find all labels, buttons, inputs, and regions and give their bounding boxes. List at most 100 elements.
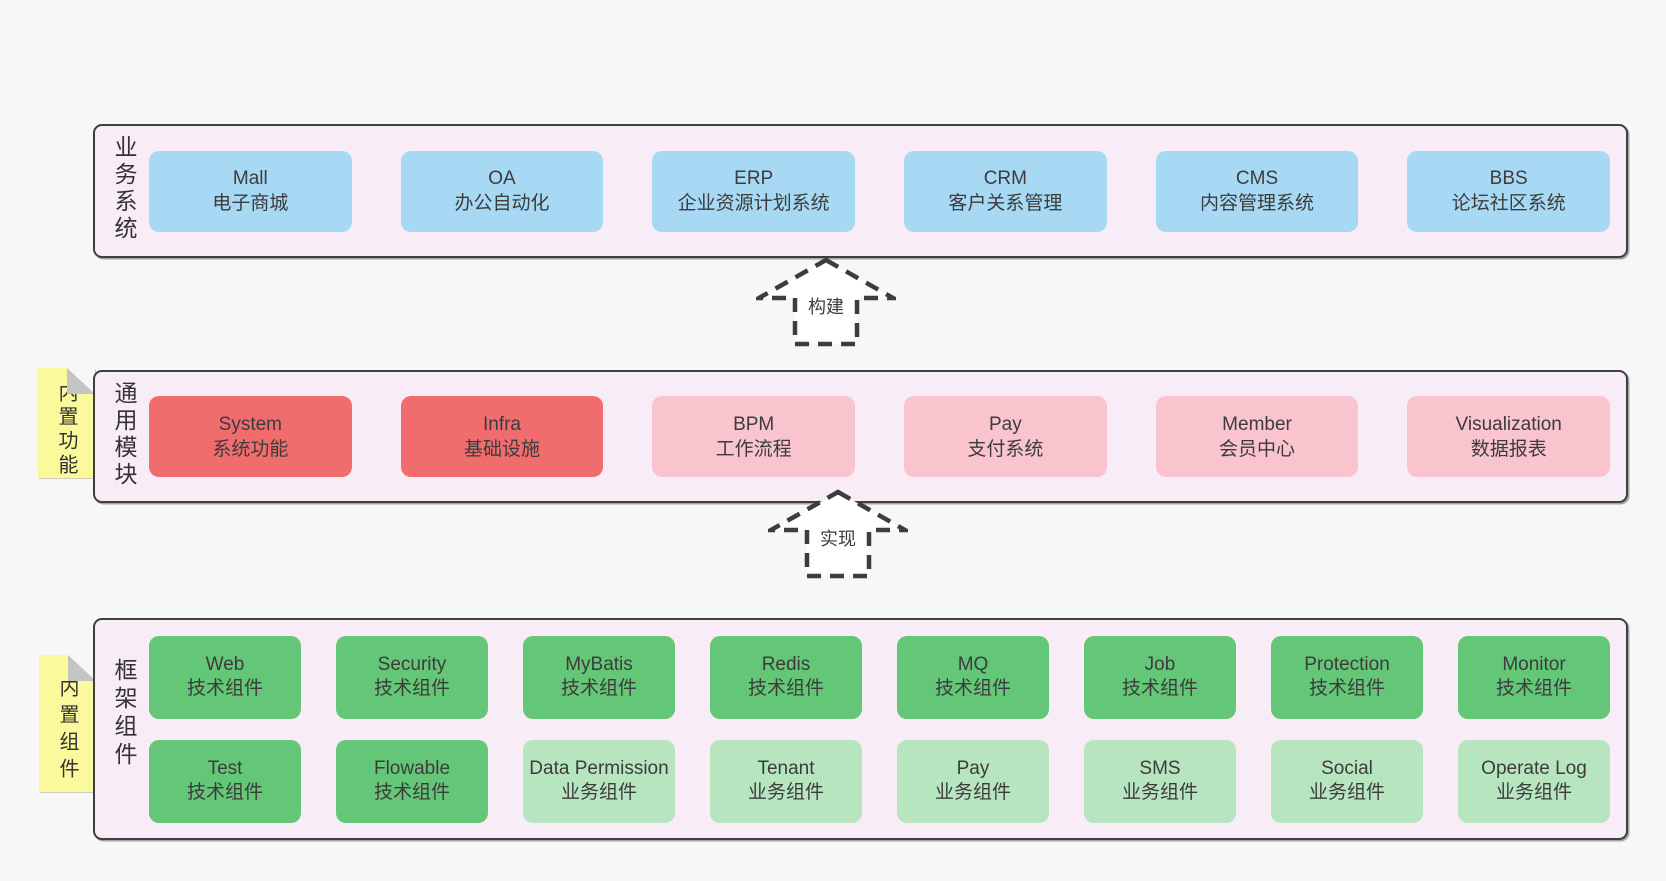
box-redis: Redis 技术组件 (710, 635, 862, 719)
panel-content: System 系统功能 Infra 基础设施 BPM 工作流程 Pay 支付系统… (139, 372, 1626, 501)
box-subtitle: 电子商城 (212, 193, 289, 214)
box-operate-log: Operate Log 业务组件 (1458, 739, 1610, 823)
sticky-note-built-in-features: 内置功能 (38, 368, 95, 478)
box-test: Test 技术组件 (149, 739, 301, 823)
panel-common-modules: 通用模块 System 系统功能 Infra 基础设施 BPM 工作流程 Pay… (93, 370, 1628, 503)
box-member: Member 会员中心 (1155, 396, 1359, 477)
box-subtitle: 论坛社区系统 (1451, 193, 1566, 214)
box-title: Social (1321, 758, 1373, 779)
box-title: Pay (956, 758, 990, 779)
box-subtitle: 业务组件 (747, 782, 824, 803)
arrow-label: 实现 (817, 525, 859, 551)
box-title: CRM (983, 168, 1027, 189)
dashed-up-arrow-implement: 实现 (768, 489, 908, 579)
box-subtitle: 技术组件 (934, 678, 1011, 699)
box-web: Web 技术组件 (149, 635, 301, 719)
box-title: Flowable (373, 758, 451, 779)
framework-row-2: Test 技术组件 Flowable 技术组件 Data Permission … (149, 739, 1610, 823)
box-title: Web (205, 654, 245, 675)
box-subtitle: 业务组件 (1121, 782, 1198, 803)
box-title: ERP (734, 168, 774, 189)
box-pay-system: Pay 支付系统 (904, 396, 1107, 477)
panel-label: 框架组件 (111, 658, 137, 770)
box-erp: ERP 企业资源计划系统 (652, 150, 856, 232)
box-mall: Mall 电子商城 (149, 150, 352, 232)
box-subtitle: 技术组件 (373, 678, 450, 699)
box-title: Security (377, 654, 447, 675)
box-subtitle: 技术组件 (560, 678, 637, 699)
box-title: Data Permission (529, 758, 669, 779)
box-flowable: Flowable 技术组件 (336, 739, 488, 823)
box-title: Operate Log (1481, 758, 1587, 779)
sticky-note-text: 内置功能 (55, 382, 77, 478)
box-tenant: Tenant 业务组件 (710, 739, 862, 823)
box-title: Redis (761, 654, 811, 675)
box-pay-component: Pay 业务组件 (897, 739, 1049, 823)
box-monitor: Monitor 技术组件 (1458, 635, 1610, 719)
dashed-up-arrow-build: 构建 (756, 257, 896, 347)
box-title: Job (1144, 654, 1176, 675)
box-title: Test (207, 758, 243, 779)
box-subtitle: 企业资源计划系统 (677, 193, 830, 214)
panel-content: Mall 电子商城 OA 办公自动化 ERP 企业资源计划系统 CRM 客户关系… (139, 126, 1626, 256)
box-subtitle: 技术组件 (186, 678, 263, 699)
box-subtitle: 内容管理系统 (1200, 193, 1315, 214)
box-security: Security 技术组件 (336, 635, 488, 719)
box-title: Mall (232, 168, 268, 189)
box-mybatis: MyBatis 技术组件 (523, 635, 675, 719)
box-mq: MQ 技术组件 (897, 635, 1049, 719)
box-subtitle: 数据报表 (1470, 438, 1547, 460)
box-title: Protection (1304, 654, 1390, 675)
box-title: Tenant (757, 758, 815, 779)
box-title: System (218, 413, 283, 435)
box-title: Visualization (1455, 413, 1562, 435)
box-subtitle: 技术组件 (1121, 678, 1198, 699)
box-job: Job 技术组件 (1084, 635, 1236, 719)
panel-label: 通用模块 (111, 381, 137, 489)
box-subtitle: 客户关系管理 (948, 193, 1063, 214)
box-infra: Infra 基础设施 (400, 396, 604, 477)
arrow-label: 构建 (805, 293, 847, 319)
box-cms: CMS 内容管理系统 (1155, 150, 1359, 232)
box-oa: OA 办公自动化 (400, 150, 604, 232)
box-title: Pay (988, 413, 1022, 435)
framework-row-1: Web 技术组件 Security 技术组件 MyBatis 技术组件 Redi… (149, 635, 1610, 719)
panel-content: Web 技术组件 Security 技术组件 MyBatis 技术组件 Redi… (139, 620, 1626, 838)
box-subtitle: 技术组件 (186, 782, 263, 803)
box-subtitle: 基础设施 (464, 438, 541, 460)
panel-label: 业务系统 (111, 135, 137, 243)
box-social: Social 业务组件 (1271, 739, 1423, 823)
box-subtitle: 支付系统 (967, 438, 1044, 460)
box-subtitle: 业务组件 (1308, 782, 1385, 803)
box-title: SMS (1139, 758, 1181, 779)
box-subtitle: 业务组件 (934, 782, 1011, 803)
box-title: MyBatis (565, 654, 633, 675)
panel-framework-components: 框架组件 Web 技术组件 Security 技术组件 MyBatis 技术组件… (93, 618, 1628, 840)
box-title: BPM (733, 413, 775, 435)
panel-business-systems: 业务系统 Mall 电子商城 OA 办公自动化 ERP 企业资源计划系统 CRM… (93, 124, 1628, 258)
box-system: System 系统功能 (149, 396, 352, 477)
box-title: MQ (957, 654, 989, 675)
box-title: CMS (1235, 168, 1279, 189)
box-title: Monitor (1502, 654, 1566, 675)
box-subtitle: 会员中心 (1219, 438, 1296, 460)
box-data-permission: Data Permission 业务组件 (523, 739, 675, 823)
box-bpm: BPM 工作流程 (652, 396, 856, 477)
box-subtitle: 技术组件 (373, 782, 450, 803)
box-subtitle: 技术组件 (747, 678, 824, 699)
box-crm: CRM 客户关系管理 (904, 150, 1107, 232)
box-title: Infra (482, 413, 522, 435)
sticky-note-text: 内置组件 (56, 676, 78, 785)
box-title: Member (1222, 413, 1292, 435)
box-protection: Protection 技术组件 (1271, 635, 1423, 719)
box-title: OA (488, 168, 516, 189)
box-subtitle: 业务组件 (1495, 782, 1572, 803)
box-sms: SMS 业务组件 (1084, 739, 1236, 823)
box-subtitle: 技术组件 (1495, 678, 1572, 699)
box-subtitle: 系统功能 (212, 438, 289, 460)
box-subtitle: 工作流程 (715, 438, 792, 460)
box-subtitle: 办公自动化 (454, 193, 550, 214)
box-subtitle: 业务组件 (560, 782, 637, 803)
box-subtitle: 技术组件 (1308, 678, 1385, 699)
sticky-note-built-in-components: 内置组件 (39, 655, 96, 792)
